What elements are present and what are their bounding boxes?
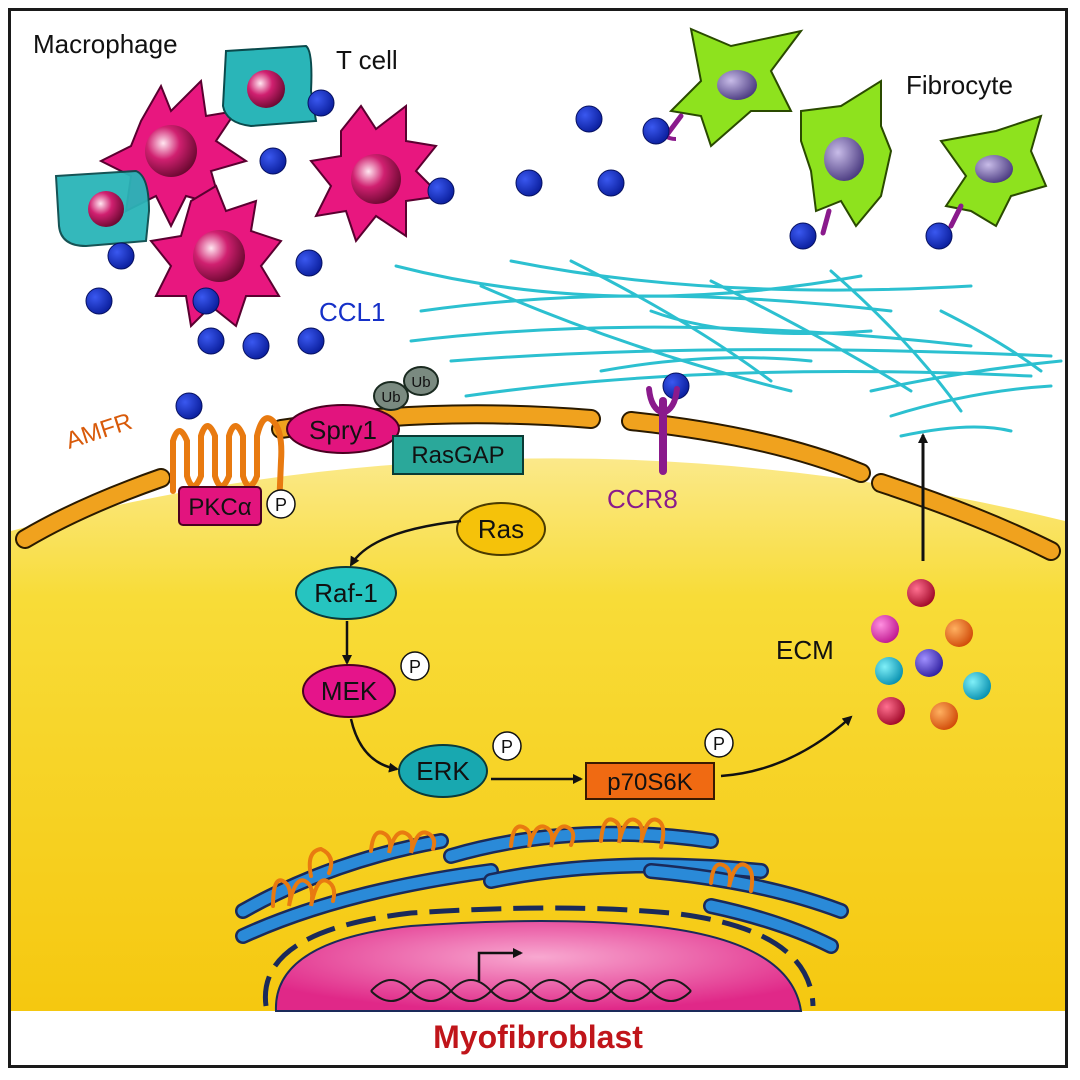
nucleus xyxy=(262,905,816,1012)
rasgap-label: RasGAP xyxy=(411,442,504,469)
collagen-fibers xyxy=(394,259,1063,438)
ras-node: Ras xyxy=(456,502,546,556)
t-cell-2 xyxy=(54,169,151,248)
p70s6k-label: p70S6K xyxy=(607,769,692,796)
macrophage-label: Macrophage xyxy=(33,29,178,59)
signaling-arrows xyxy=(342,433,928,784)
macrophage-cell-2 xyxy=(309,103,444,244)
rasgap-protein: RasGAP xyxy=(392,435,524,475)
ccr8-label: CCR8 xyxy=(607,484,678,514)
amfr-receptor xyxy=(170,415,285,512)
p-label-pkc: P xyxy=(275,495,287,515)
amfr-label: AMFR xyxy=(63,408,136,455)
mek-node: MEK xyxy=(302,664,396,718)
raf1-node: Raf-1 xyxy=(295,566,397,620)
myofibroblast-cytoplasm xyxy=(11,458,1065,1011)
transcription-start-arrow xyxy=(477,948,523,981)
arrow-mek-to-erk xyxy=(349,718,399,773)
phospho-erk: P xyxy=(492,731,522,761)
p-label-mek: P xyxy=(409,657,421,677)
erk-label: ERK xyxy=(416,756,470,786)
dna-strand xyxy=(370,979,692,1002)
ccl1-label: CCL1 xyxy=(319,297,385,327)
diagram-frame: Ub Ub Spry1 RasGAP PKCα P Ras Raf-1 MEK xyxy=(8,8,1068,1068)
fibrocyte-cell-1 xyxy=(657,27,804,148)
mek-label: MEK xyxy=(321,676,378,706)
spry1-label: Spry1 xyxy=(309,415,377,445)
t-cell-label: T cell xyxy=(336,45,398,75)
p70s6k-node: p70S6K xyxy=(585,762,715,800)
pkc-label: PKCα xyxy=(188,494,251,521)
phospho-p70s6k: P xyxy=(704,728,734,758)
diagram-canvas: Ub Ub Spry1 RasGAP PKCα P Ras Raf-1 MEK xyxy=(11,27,1065,1065)
p-label-erk: P xyxy=(501,737,513,757)
ub-label-2: Ub xyxy=(411,374,430,391)
ecm-molecules xyxy=(871,579,991,730)
fibrocyte-label: Fibrocyte xyxy=(906,70,1013,100)
amfr-er-coils xyxy=(271,817,755,908)
ccr8-receptor xyxy=(646,386,680,475)
ubiquitin-1: Ub xyxy=(373,381,409,411)
ub-label-1: Ub xyxy=(381,389,400,406)
t-cell-1 xyxy=(221,44,318,128)
arrow-ras-to-raf1 xyxy=(349,519,462,567)
macrophage-cell-3 xyxy=(149,184,283,329)
spry1-protein: Spry1 xyxy=(286,404,400,454)
myofibroblast-title: Myofibroblast xyxy=(433,1019,643,1055)
ecm-label: ECM xyxy=(776,635,834,665)
phospho-mek: P xyxy=(400,651,430,681)
fibrocyte-cell-3 xyxy=(939,114,1048,229)
pkc-alpha-protein: PKCα xyxy=(178,486,262,526)
raf1-label: Raf-1 xyxy=(314,578,378,608)
erk-node: ERK xyxy=(398,744,488,798)
phospho-pkc: P xyxy=(266,489,296,519)
fibrocyte-cell-2 xyxy=(800,79,893,236)
ccl1-molecules xyxy=(85,89,953,420)
ras-label: Ras xyxy=(478,514,524,544)
arrow-p70s6k-to-ecm xyxy=(720,715,853,778)
ubiquitin-2: Ub xyxy=(403,366,439,396)
p-label-p70s6k: P xyxy=(713,734,725,754)
bottom-band xyxy=(11,1011,1065,1065)
